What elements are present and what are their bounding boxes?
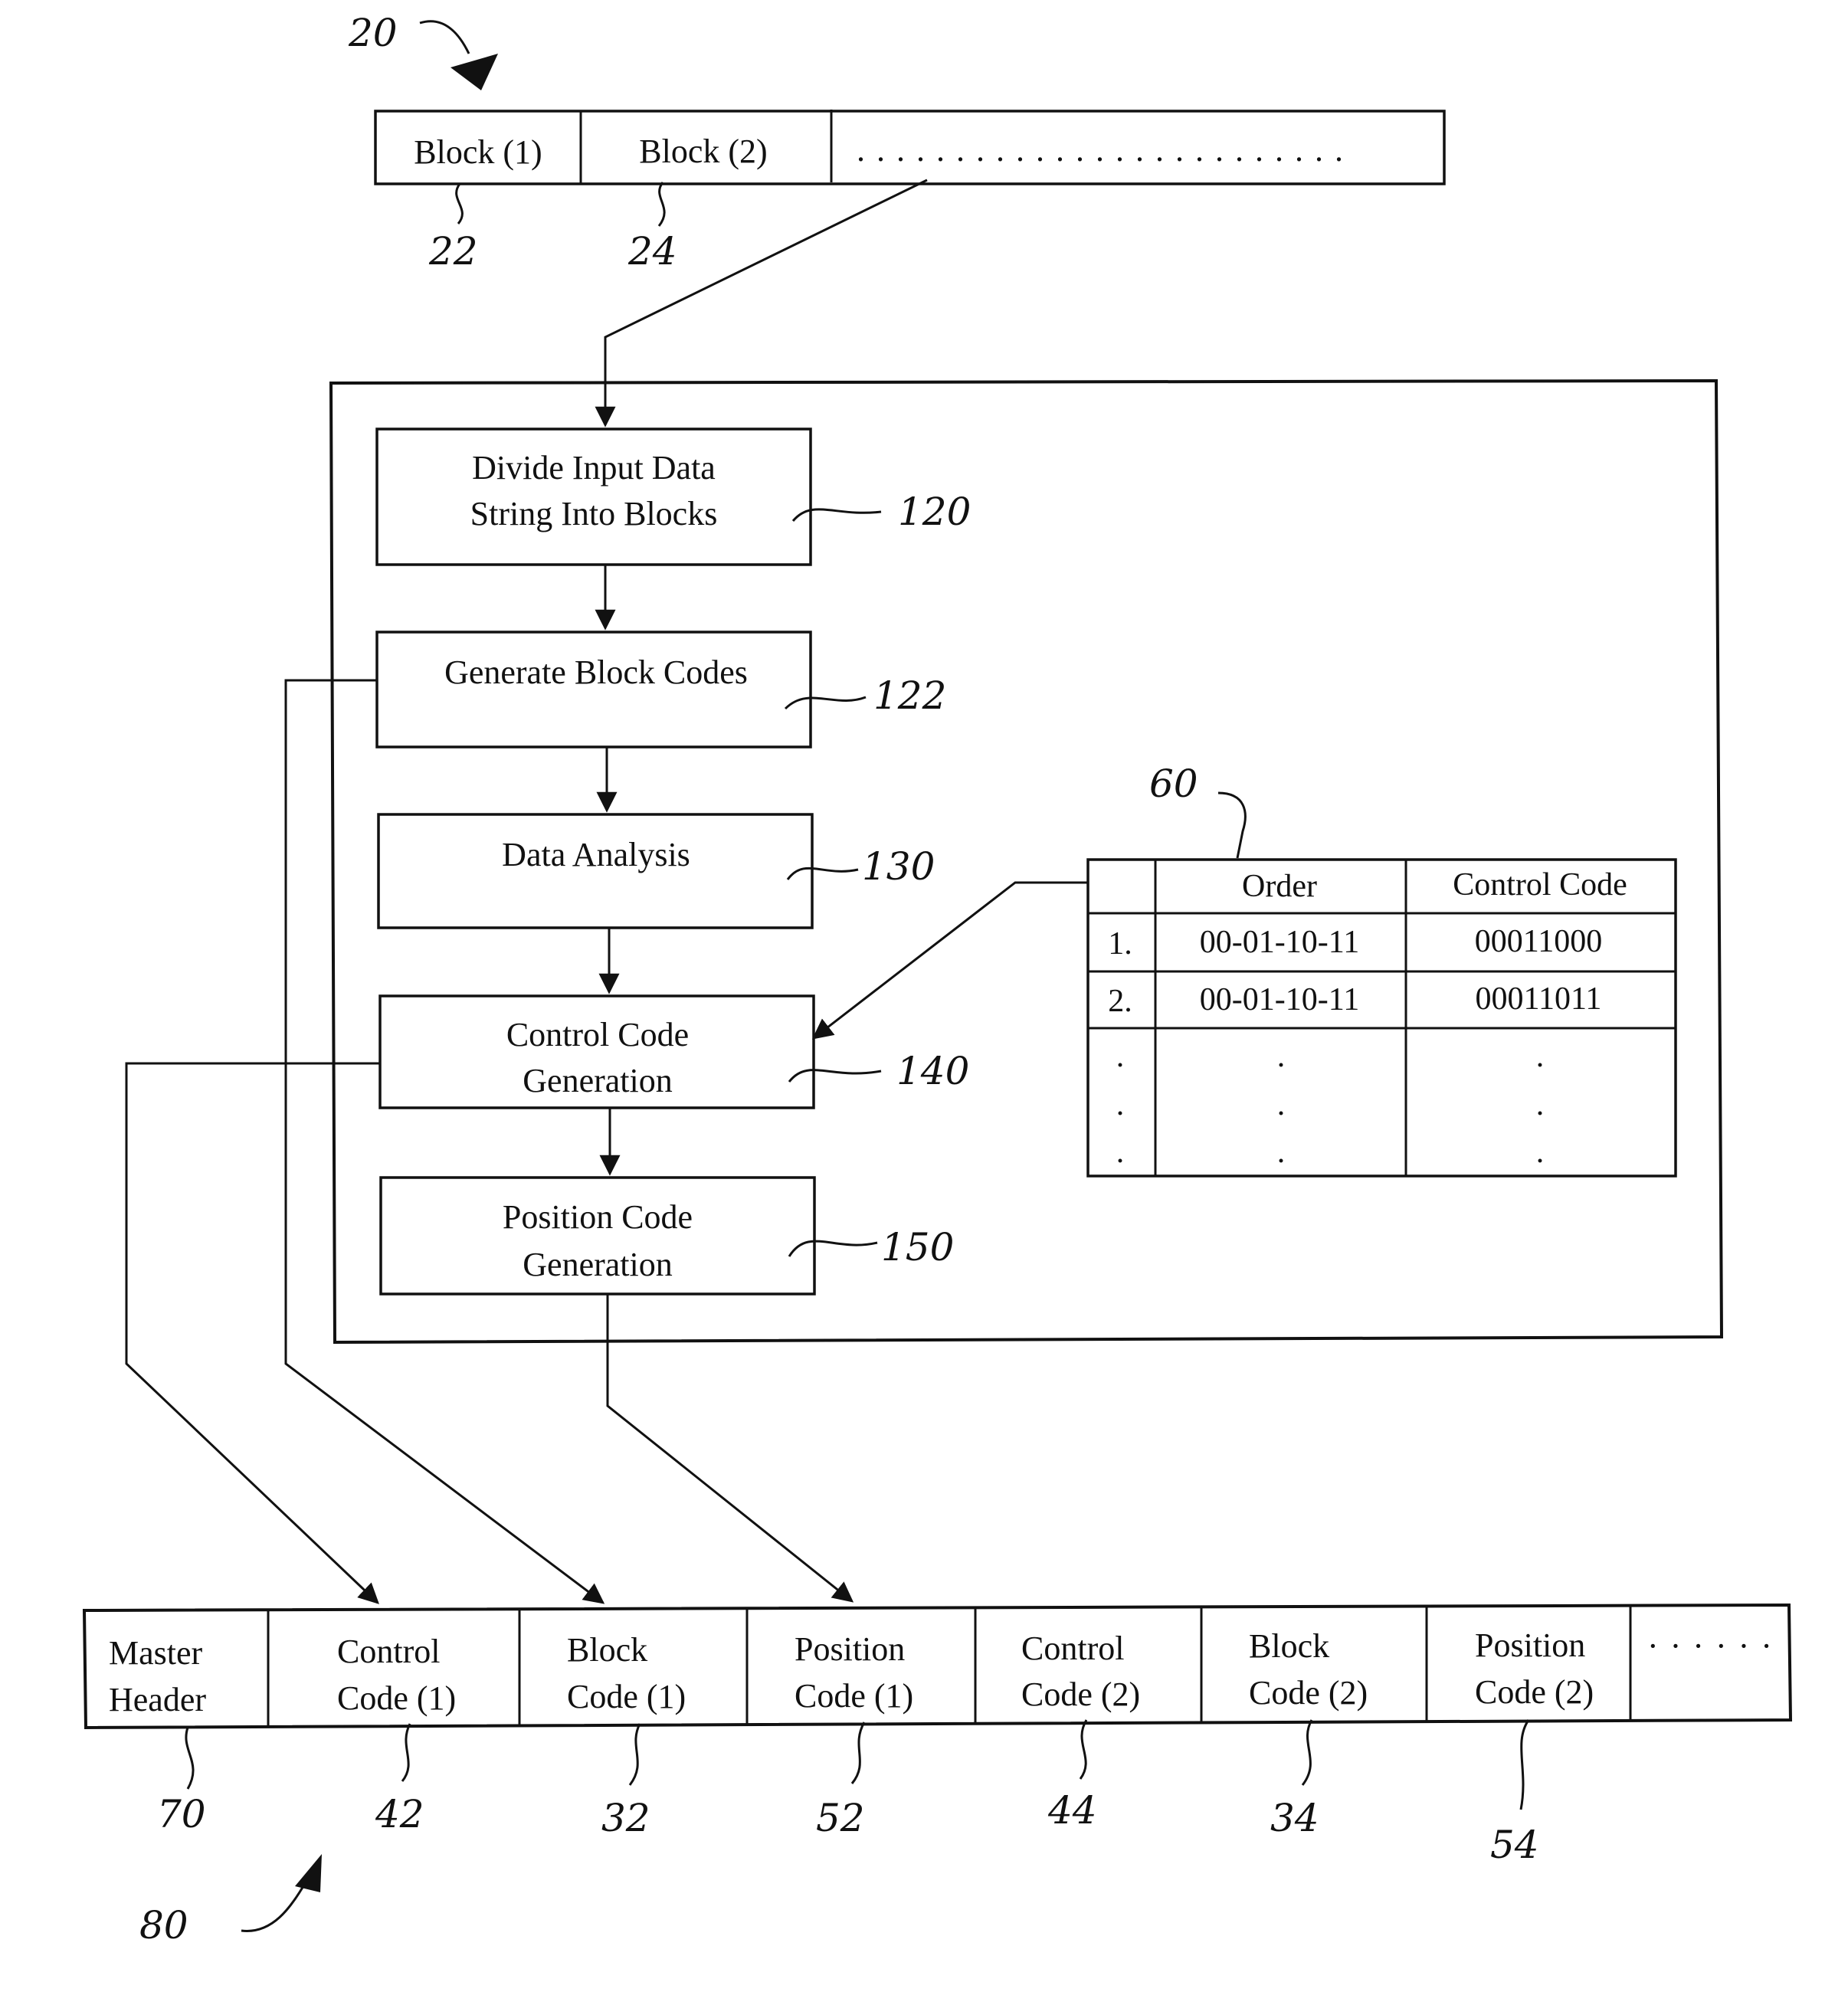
control-table-leader xyxy=(1218,793,1245,858)
output-cell-7-line1: Position xyxy=(1475,1626,1585,1664)
control-code-to-output-arrow xyxy=(126,1063,380,1603)
table-row-1-order: 00-01-10-11 xyxy=(1200,925,1359,960)
ref-52: 52 xyxy=(816,1796,865,1840)
output-string: Master Header Control Code (1) Block Cod… xyxy=(84,1605,1791,1728)
ref-34-leader xyxy=(1302,1720,1312,1785)
output-string-leader xyxy=(241,1881,306,1931)
step-control-code: Control Code Generation 140 xyxy=(380,996,969,1108)
output-cell-4-line2: Code (1) xyxy=(795,1677,913,1715)
step-position-code: Position Code Generation 150 xyxy=(381,1178,954,1294)
svg-text:.: . xyxy=(1536,1087,1545,1122)
input-string-ref: 20 xyxy=(348,11,498,90)
table-row-1-index: 1. xyxy=(1108,926,1132,961)
table-header-order: Order xyxy=(1242,869,1317,904)
control-table-frame xyxy=(1088,860,1676,1176)
control-table-ref: 60 xyxy=(1149,762,1198,806)
svg-text:.: . xyxy=(1536,1039,1545,1074)
output-string-pointer-icon xyxy=(295,1854,322,1892)
output-cell-5-line2: Code (2) xyxy=(1021,1676,1140,1713)
svg-text:.: . xyxy=(1536,1135,1545,1170)
step-position-code-line2: Generation xyxy=(523,1246,672,1283)
step-block-codes-ref: 122 xyxy=(873,673,946,718)
step-position-code-line1: Position Code xyxy=(503,1198,693,1236)
step-control-code-line2: Generation xyxy=(523,1062,672,1099)
output-cell-6-line1: Block xyxy=(1249,1627,1329,1665)
output-cell-1-line2: Header xyxy=(109,1681,206,1718)
ref-42-leader xyxy=(402,1724,410,1781)
output-string-ref: 80 xyxy=(139,1854,322,1948)
svg-text:.: . xyxy=(1277,1039,1286,1074)
step-data-analysis-ref: 130 xyxy=(862,844,935,889)
svg-text:.: . xyxy=(1116,1135,1125,1170)
svg-text:.: . xyxy=(1116,1039,1125,1074)
ref-52-leader xyxy=(852,1722,864,1784)
input-string-leader xyxy=(420,21,469,54)
svg-text:.: . xyxy=(1116,1087,1125,1122)
ref-70: 70 xyxy=(157,1792,206,1836)
ref-32: 32 xyxy=(601,1796,650,1840)
ref-42: 42 xyxy=(375,1792,424,1836)
output-cell-1-line1: Master xyxy=(109,1634,203,1672)
output-cell-6-line2: Code (2) xyxy=(1249,1674,1368,1712)
control-code-table: 60 Order Control Code 1. 00-01-10-11 000… xyxy=(1088,762,1676,1176)
step-divide-input: Divide Input Data String Into Blocks 120 xyxy=(377,429,971,565)
input-block-2-label: Block (2) xyxy=(639,133,767,170)
input-string: Block (1) Block (2) . . . . . . . . . . … xyxy=(375,110,1444,184)
output-cell-3-line1: Block xyxy=(567,1631,647,1669)
ref-70-leader xyxy=(186,1728,193,1789)
output-cell-5-line1: Control xyxy=(1021,1630,1124,1667)
step-divide-input-ref: 120 xyxy=(898,490,971,534)
block-2-ref: 24 xyxy=(627,229,677,274)
ref-32-leader xyxy=(630,1724,640,1785)
ref-44: 44 xyxy=(1047,1788,1097,1833)
ref-34: 34 xyxy=(1270,1796,1319,1840)
ref-44-leader xyxy=(1080,1720,1086,1779)
output-cell-7-line2: Code (2) xyxy=(1475,1673,1594,1711)
block-1-ref: 22 xyxy=(428,229,478,274)
input-to-divide-arrow xyxy=(605,180,927,425)
block-1-leader xyxy=(457,184,463,224)
svg-text:.: . xyxy=(1277,1135,1286,1170)
ref-54: 54 xyxy=(1490,1823,1539,1867)
table-row-2-order: 00-01-10-11 xyxy=(1200,982,1359,1017)
input-string-pointer-icon xyxy=(451,54,498,90)
output-cell-2-line2: Code (1) xyxy=(337,1679,456,1717)
output-cell-4-line1: Position xyxy=(795,1630,905,1668)
svg-text:80: 80 xyxy=(139,1903,188,1948)
table-row-1-control-code: 00011000 xyxy=(1475,924,1602,959)
step-block-codes: Generate Block Codes 122 xyxy=(377,632,946,747)
svg-text:.: . xyxy=(1277,1087,1286,1122)
input-ellipsis: . . . . . . . . . . . . . . . . . . . . … xyxy=(857,131,1345,169)
table-header-control-code: Control Code xyxy=(1453,867,1627,902)
output-refs: 70 42 32 52 44 34 54 xyxy=(157,1720,1539,1867)
step-divide-input-line1: Divide Input Data xyxy=(472,449,716,486)
input-block-refs: 22 24 xyxy=(428,182,677,274)
step-control-code-line1: Control Code xyxy=(506,1016,689,1053)
block-2-leader xyxy=(659,182,664,226)
output-cell-3-line2: Code (1) xyxy=(567,1678,686,1715)
table-row-2-index: 2. xyxy=(1108,984,1132,1019)
ref-54-leader xyxy=(1521,1720,1529,1810)
output-cell-2-line1: Control xyxy=(337,1633,440,1670)
step-divide-input-line2: String Into Blocks xyxy=(470,495,718,532)
table-to-control-code-arrow xyxy=(814,883,1088,1038)
step-block-codes-line1: Generate Block Codes xyxy=(444,654,748,691)
step-data-analysis-line1: Data Analysis xyxy=(502,836,690,873)
svg-text:20: 20 xyxy=(348,11,398,55)
step-control-code-ref: 140 xyxy=(896,1049,969,1093)
step-position-code-ref: 150 xyxy=(881,1225,954,1269)
step-data-analysis: Data Analysis 130 xyxy=(378,814,935,928)
output-ellipsis: · · · · · · xyxy=(1647,1627,1774,1665)
table-row-2-control-code: 00011011 xyxy=(1476,981,1602,1017)
input-block-1-label: Block (1) xyxy=(414,133,542,171)
